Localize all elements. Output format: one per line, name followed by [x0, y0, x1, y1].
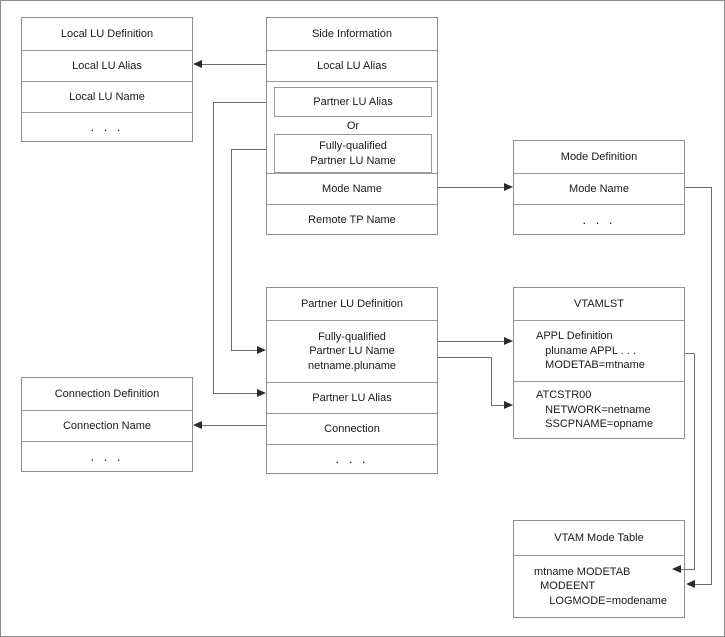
- side-information-alternative-group: [267, 81, 437, 189]
- arrowhead-to-vtam-mode-table-logmode: [686, 580, 695, 588]
- local-lu-definition-row-local-lu-alias: Local LU Alias: [22, 50, 192, 81]
- partner-lu-definition-row-ellipsis: . . .: [267, 444, 437, 473]
- side-information-fully-qualified-partner-lu-name: Fully-qualified Partner LU Name: [274, 134, 432, 173]
- arrowhead-to-vtam-mode-table-modetab: [672, 565, 681, 573]
- side-information-row-local-lu-alias: Local LU Alias: [267, 50, 437, 81]
- box-connection-definition: Connection Definition Connection Name . …: [21, 377, 193, 472]
- connector-fq-to-atcstr00-top: [438, 357, 491, 358]
- local-lu-definition-header: Local LU Definition: [60, 27, 154, 40]
- connector-fq-to-atcstr00-vertical: [491, 357, 492, 405]
- side-information-partner-lu-alias: Partner LU Alias: [274, 87, 432, 117]
- side-information-row-remote-tp-name: Remote TP Name: [267, 204, 437, 235]
- local-lu-definition-row-ellipsis: . . .: [22, 112, 192, 141]
- mode-definition-row-mode-name: Mode Name: [514, 173, 684, 204]
- connector-connection-to-connection-name: [201, 425, 266, 426]
- vtam-mode-table-header: VTAM Mode Table: [554, 531, 644, 544]
- connector-mode-definition-to-mode-table-vertical: [711, 187, 712, 584]
- arrowhead-to-partner-lu-alias: [257, 389, 266, 397]
- box-vtamlst: VTAMLST APPL Definition pluname APPL . .…: [513, 287, 685, 439]
- connector-partner-alias-bottom: [213, 393, 258, 394]
- arrowhead-to-atcstr00: [504, 401, 513, 409]
- box-vtam-mode-table: VTAM Mode Table mtname MODETAB MODEENT L…: [513, 520, 685, 618]
- connector-side-local-alias-to-local-lu: [201, 64, 266, 65]
- arrowhead-to-fully-qualified-name: [257, 346, 266, 354]
- partner-lu-definition-row-connection: Connection: [267, 413, 437, 444]
- box-partner-lu-definition: Partner LU Definition Fully-qualified Pa…: [266, 287, 438, 474]
- connection-definition-row-connection-name: Connection Name: [22, 410, 192, 441]
- connector-appl-to-mode-table-vertical: [694, 353, 695, 569]
- arrowhead-to-connection-name: [193, 421, 202, 429]
- connector-mode-name-to-mode-definition: [438, 187, 505, 188]
- connector-mode-definition-to-mode-table-top: [685, 187, 712, 188]
- mode-definition-header: Mode Definition: [560, 150, 638, 163]
- mode-definition-row-ellipsis: . . .: [514, 204, 684, 234]
- vtamlst-header: VTAMLST: [574, 297, 624, 310]
- connector-partner-alias-vertical: [213, 102, 214, 393]
- vtamlst-row-appl-definition: APPL Definition pluname APPL . . . MODET…: [514, 320, 684, 381]
- arrowhead-to-local-lu-alias: [193, 60, 202, 68]
- connector-fq-name-bottom: [231, 350, 258, 351]
- vtamlst-row-atcstr00: ATCSTR00 NETWORK=netname SSCPNAME=opname: [514, 381, 684, 438]
- connector-appl-to-mode-table-top: [685, 353, 695, 354]
- local-lu-definition-row-local-lu-name: Local LU Name: [22, 81, 192, 112]
- box-mode-definition: Mode Definition Mode Name . . .: [513, 140, 685, 235]
- box-side-information: Side Information Local LU Alias Partner …: [266, 17, 438, 235]
- box-local-lu-definition: Local LU Definition Local LU Alias Local…: [21, 17, 193, 142]
- connector-partner-alias-top: [213, 102, 266, 103]
- connector-mode-definition-to-mode-table-bottom: [694, 584, 712, 585]
- arrowhead-to-appl-definition: [504, 337, 513, 345]
- side-information-or-label: Or: [346, 119, 360, 132]
- side-information-row-mode-name: Mode Name: [267, 173, 437, 204]
- connection-definition-row-ellipsis: . . .: [22, 441, 192, 471]
- connector-fq-to-atcstr00-bottom: [491, 405, 505, 406]
- partner-lu-definition-header: Partner LU Definition: [300, 297, 404, 310]
- partner-lu-definition-row-partner-lu-alias: Partner LU Alias: [267, 382, 437, 413]
- arrowhead-to-mode-definition-mode-name: [504, 183, 513, 191]
- partner-lu-definition-row-fully-qualified-name: Fully-qualified Partner LU Name netname.…: [267, 320, 437, 382]
- connector-fq-to-appl-definition: [438, 341, 505, 342]
- connector-fq-name-vertical: [231, 149, 232, 350]
- side-information-header: Side Information: [311, 27, 393, 40]
- connector-appl-to-mode-table-bottom: [680, 569, 695, 570]
- connection-definition-header: Connection Definition: [54, 387, 160, 400]
- vtam-mode-table-row-modetab: mtname MODETAB MODEENT LOGMODE=modename: [514, 555, 684, 617]
- connector-fq-name-top: [231, 149, 266, 150]
